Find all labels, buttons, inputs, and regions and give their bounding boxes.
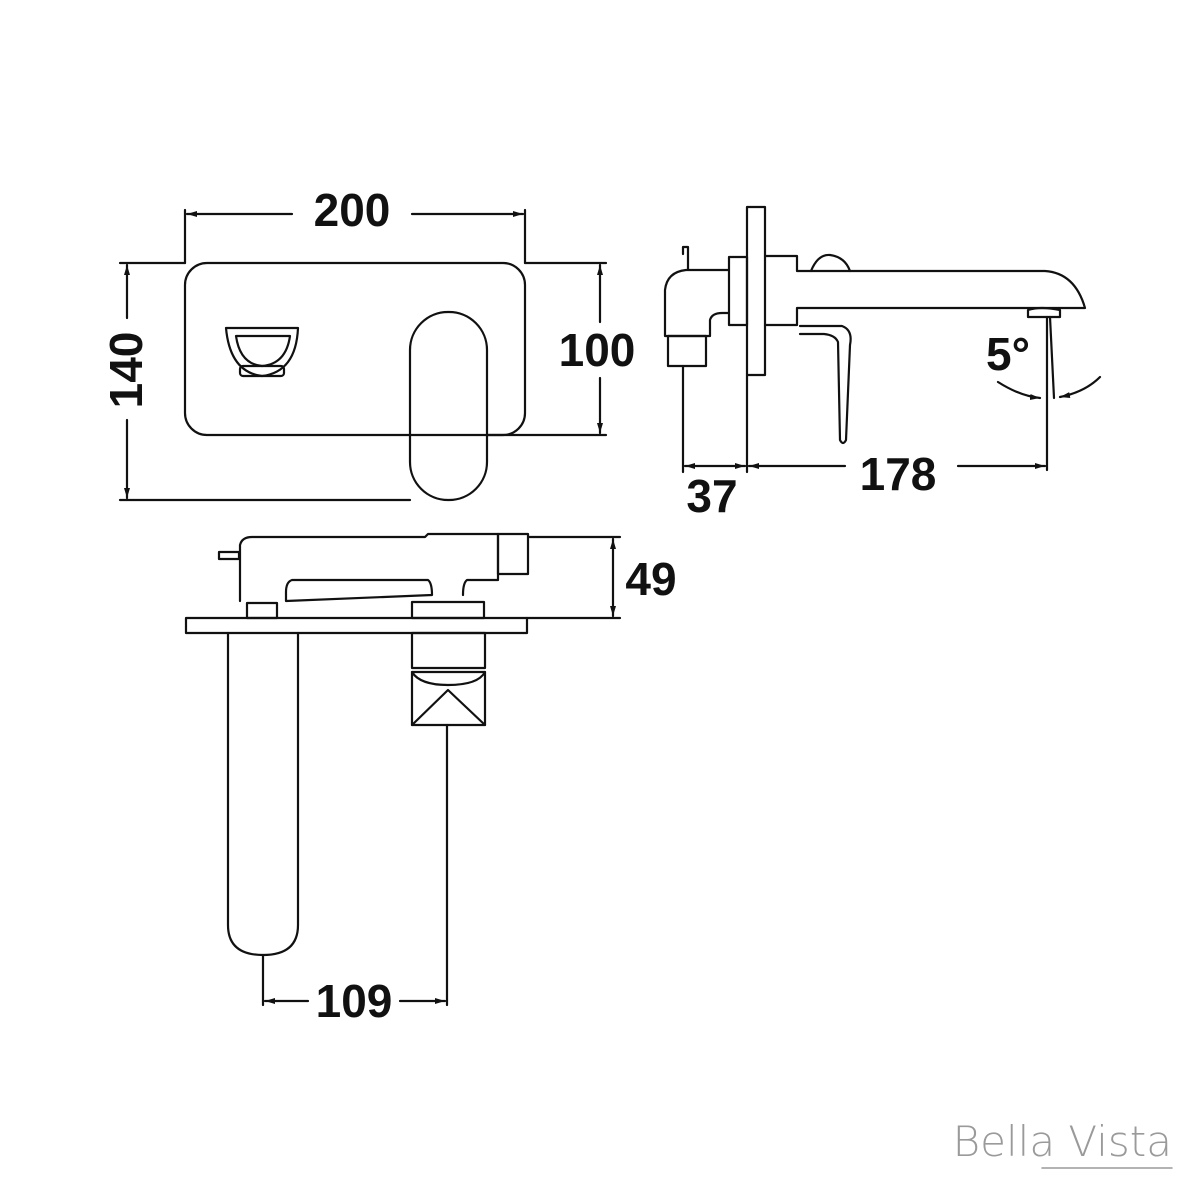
dim-body-depth-label: 49 <box>625 553 676 605</box>
dim-width-label: 200 <box>314 184 391 236</box>
dim-spout-reach-label: 178 <box>860 448 937 500</box>
handle-front <box>408 310 489 502</box>
dim-spout-angle-label: 5° <box>986 328 1030 380</box>
bella-vista-logo: Bella Vista <box>953 1117 1173 1169</box>
side-view <box>663 205 1102 474</box>
cartridge-hex-lines <box>410 670 487 727</box>
cartridge-hex <box>410 670 487 727</box>
dim-height-total-label: 140 <box>100 332 152 409</box>
dim-plate-depth-label: 37 <box>686 470 737 522</box>
valve-stub <box>666 334 708 368</box>
front-view <box>118 208 608 502</box>
body-pin <box>217 550 241 561</box>
wall-plate-top <box>184 616 529 635</box>
aerator-side <box>1026 306 1062 319</box>
valve-body-side <box>663 245 749 338</box>
spout-top <box>226 631 300 957</box>
top-view <box>184 532 622 1007</box>
wall-plate-side <box>745 205 767 377</box>
handle-side <box>798 253 852 445</box>
valve-body-top <box>238 532 500 603</box>
body-outlet <box>496 532 530 576</box>
cartridge-body <box>410 631 487 670</box>
logo-text: Bella Vista <box>953 1117 1172 1166</box>
body-connector <box>245 601 279 620</box>
cartridge-top <box>410 600 486 620</box>
dim-height-plate-label: 100 <box>559 324 636 376</box>
dim-spout-offset-label: 109 <box>316 975 393 1027</box>
aerator-front <box>238 364 286 378</box>
wall-plate-front <box>183 261 527 437</box>
outlet-inner <box>234 334 292 368</box>
spout-side <box>763 254 1087 327</box>
